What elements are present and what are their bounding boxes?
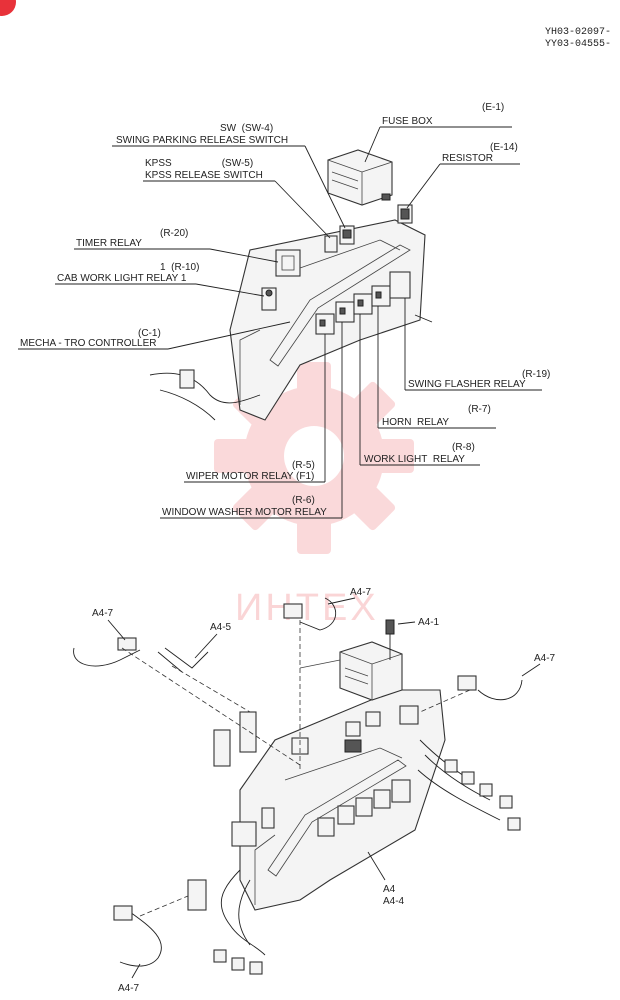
callout-code-swing-flasher: (R-19)	[522, 369, 550, 380]
doc-id-2: YY03-04555-	[545, 39, 611, 50]
callout-code-kpss: KPSS (SW-5)	[145, 158, 253, 169]
callout-mecha-tro-controller: MECHA - TRO CONTROLLER	[20, 338, 157, 349]
callout-a4-1: A4-1	[418, 617, 440, 628]
callout-code-fuse-box: (E-1)	[482, 102, 504, 113]
callout-kpss-switch: KPSS RELEASE SWITCH	[145, 170, 263, 181]
callout-cab-work-light-relay: CAB WORK LIGHT RELAY 1	[57, 273, 187, 284]
callout-swing-parking-switch: SWING PARKING RELEASE SWITCH	[116, 135, 288, 146]
callout-code-cab-light: 1 (R-10)	[160, 262, 199, 273]
callout-a4-7-right: A4-7	[534, 653, 556, 664]
lower-assembly-drawing	[73, 597, 523, 975]
callout-horn-relay: HORN RELAY	[382, 417, 449, 428]
callout-a4-7-top: A4-7	[350, 587, 372, 598]
lower-callouts: A4-7 A4-5 A4-7 A4-1 A4-7 A4 A4-4 A4-7	[92, 587, 556, 994]
callout-work-light-relay: WORK LIGHT RELAY	[364, 454, 465, 465]
doc-id-1: YH03-02097-	[545, 27, 611, 38]
callout-a4-5: A4-5	[210, 622, 232, 633]
upper-assembly-drawing	[149, 149, 433, 421]
callout-a4-4: A4-4	[383, 896, 405, 907]
callout-code-resistor: (E-14)	[490, 142, 518, 153]
callout-code-wiper: (R-5)	[292, 460, 315, 471]
lower-leader-lines	[107, 597, 541, 979]
upper-leader-lines	[18, 126, 542, 519]
callout-a4: A4	[383, 884, 396, 895]
callout-swing-flasher-relay: SWING FLASHER RELAY	[408, 379, 526, 390]
callout-code-work-light: (R-8)	[452, 442, 475, 453]
callout-resistor: RESISTOR	[442, 153, 493, 164]
callout-a4-7-left: A4-7	[92, 608, 114, 619]
callout-fuse-box: FUSE BOX	[382, 116, 433, 127]
watermark-text: ИНТЕХ	[235, 587, 379, 629]
corner-badge-icon	[0, 0, 16, 16]
callout-timer-relay: TIMER RELAY	[76, 238, 142, 249]
upper-callouts: (E-1) FUSE BOX (E-14) RESISTOR SW (SW-4)…	[20, 102, 550, 518]
callout-code-controller: (C-1)	[138, 328, 161, 339]
callout-code-horn: (R-7)	[468, 404, 491, 415]
callout-wiper-motor-relay: WIPER MOTOR RELAY (F1)	[186, 471, 314, 482]
gear-watermark-icon	[214, 362, 414, 554]
callout-code-washer: (R-6)	[292, 495, 315, 506]
callout-code-timer: (R-20)	[160, 228, 188, 239]
callout-code-swing-parking: SW (SW-4)	[220, 123, 273, 134]
callout-a4-7-bottom: A4-7	[118, 983, 140, 994]
callout-window-washer-relay: WINDOW WASHER MOTOR RELAY	[162, 507, 327, 518]
